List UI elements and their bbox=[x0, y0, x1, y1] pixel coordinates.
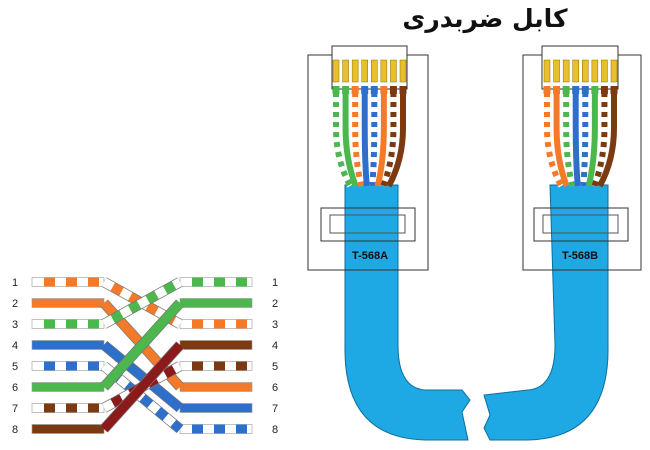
left-wire-blue bbox=[31, 340, 105, 350]
wire-sleeve bbox=[389, 86, 397, 94]
wire-brown bbox=[386, 92, 406, 188]
wire-stripe-white-green bbox=[333, 92, 353, 188]
wire-stripe-white-orange bbox=[352, 92, 365, 187]
contact-pin bbox=[361, 59, 368, 83]
contact-pin bbox=[591, 59, 599, 83]
cable bbox=[344, 184, 609, 441]
contact-pin bbox=[543, 59, 551, 83]
wire-stripe-white-blue bbox=[369, 92, 378, 187]
contact-pin bbox=[332, 59, 340, 83]
right-wire-blue bbox=[179, 403, 253, 413]
right-pin-number: 4 bbox=[272, 340, 278, 352]
contact-pin bbox=[351, 59, 359, 83]
cable-right-half bbox=[483, 184, 609, 441]
left-wire-white-orange bbox=[31, 277, 105, 287]
wire-green bbox=[585, 92, 598, 187]
wire-stripe-white-brown bbox=[380, 92, 397, 188]
contact-pin bbox=[342, 59, 349, 83]
connector-a-latch bbox=[320, 207, 416, 242]
contact-pin bbox=[371, 59, 378, 83]
left-pin-number: 1 bbox=[12, 277, 18, 289]
right-pin-number: 3 bbox=[272, 319, 278, 331]
wire-sleeve bbox=[351, 86, 359, 94]
contact-pin bbox=[582, 59, 589, 83]
left-wire-green bbox=[31, 382, 105, 392]
left-wire-white-blue bbox=[31, 361, 105, 371]
connector-a: T-568A bbox=[307, 45, 429, 271]
wire-sleeve bbox=[600, 86, 608, 94]
wire-stripe-white-blue bbox=[580, 92, 589, 187]
right-pin-number: 6 bbox=[272, 382, 278, 394]
right-pin-number: 1 bbox=[272, 277, 278, 289]
wire-brown bbox=[597, 92, 617, 188]
crossover-link-brown bbox=[100, 341, 184, 433]
left-wire-orange bbox=[31, 298, 105, 308]
diagram-title: کابل ضربدری bbox=[402, 4, 568, 33]
wire-sleeve bbox=[399, 86, 407, 94]
wire-blue bbox=[572, 92, 581, 187]
connector-b-latch bbox=[533, 207, 629, 242]
wire-sleeve bbox=[581, 86, 589, 94]
right-wire-green bbox=[179, 298, 253, 308]
wire-orange bbox=[374, 92, 387, 187]
wire-sleeve bbox=[332, 86, 340, 94]
left-wire-brown bbox=[31, 424, 105, 434]
right-pin-number: 8 bbox=[272, 424, 278, 436]
left-pin-number: 4 bbox=[12, 340, 18, 352]
wire-sleeve bbox=[361, 86, 369, 94]
contact-pin bbox=[553, 59, 560, 83]
crossover-link-blue bbox=[101, 341, 183, 412]
contact-pin bbox=[390, 59, 397, 83]
connector-b-standard-label: T-568B bbox=[562, 250, 598, 262]
wire-sleeve bbox=[610, 86, 618, 94]
connector-b: T-568B bbox=[522, 45, 642, 271]
wire-stripe-white-orange bbox=[544, 92, 564, 188]
cable-left-half bbox=[344, 184, 471, 441]
contact-pin bbox=[399, 59, 407, 83]
right-wire-orange bbox=[179, 382, 253, 392]
wire-blue bbox=[361, 92, 370, 187]
crossover-link-green bbox=[100, 299, 184, 391]
left-pin-number: 5 bbox=[12, 361, 18, 373]
left-pin-number: 7 bbox=[12, 403, 18, 415]
wire-orange bbox=[553, 92, 570, 188]
wire-sleeve bbox=[562, 86, 570, 94]
right-wire-white-orange bbox=[179, 319, 253, 329]
contact-pin bbox=[380, 59, 388, 83]
left-pin-number: 8 bbox=[12, 424, 18, 436]
contact-pin bbox=[610, 59, 618, 83]
crossover-mapping: 1 2 3 4 5 6 7 8 1 2 3 4 5 6 7 8 bbox=[12, 277, 278, 436]
wire-sleeve bbox=[553, 86, 561, 94]
contact-pin bbox=[562, 59, 570, 83]
connector-a-standard-label: T-568A bbox=[352, 250, 388, 262]
right-pin-number: 7 bbox=[272, 403, 278, 415]
right-pin-number: 5 bbox=[272, 361, 278, 373]
left-pin-number: 2 bbox=[12, 298, 18, 310]
connector-b-latch-inner bbox=[542, 214, 619, 234]
right-wire-brown bbox=[179, 340, 253, 350]
wire-sleeve bbox=[572, 86, 580, 94]
wire-sleeve bbox=[380, 86, 388, 94]
wire-sleeve bbox=[342, 86, 350, 94]
crossover-link-stripe bbox=[101, 362, 183, 433]
crossover-link-stripe bbox=[101, 278, 183, 328]
left-pin-number: 3 bbox=[12, 319, 18, 331]
wire-stripe-white-brown bbox=[591, 92, 608, 188]
right-wire-white-blue bbox=[179, 424, 253, 434]
wire-stripe-white-green bbox=[563, 92, 576, 187]
connector-a-latch-inner bbox=[329, 214, 406, 234]
wire-sleeve bbox=[591, 86, 599, 94]
right-wire-white-green bbox=[179, 277, 253, 287]
right-wire-white-brown bbox=[179, 361, 253, 371]
left-wire-white-green bbox=[31, 319, 105, 329]
wire-sleeve bbox=[370, 86, 378, 94]
contact-pin bbox=[601, 59, 608, 83]
wire-sleeve bbox=[543, 86, 551, 94]
wire-green bbox=[342, 92, 359, 188]
contact-pin bbox=[572, 59, 579, 83]
right-pin-number: 2 bbox=[272, 298, 278, 310]
left-pin-number: 6 bbox=[12, 382, 18, 394]
left-wire-white-brown bbox=[31, 403, 105, 413]
